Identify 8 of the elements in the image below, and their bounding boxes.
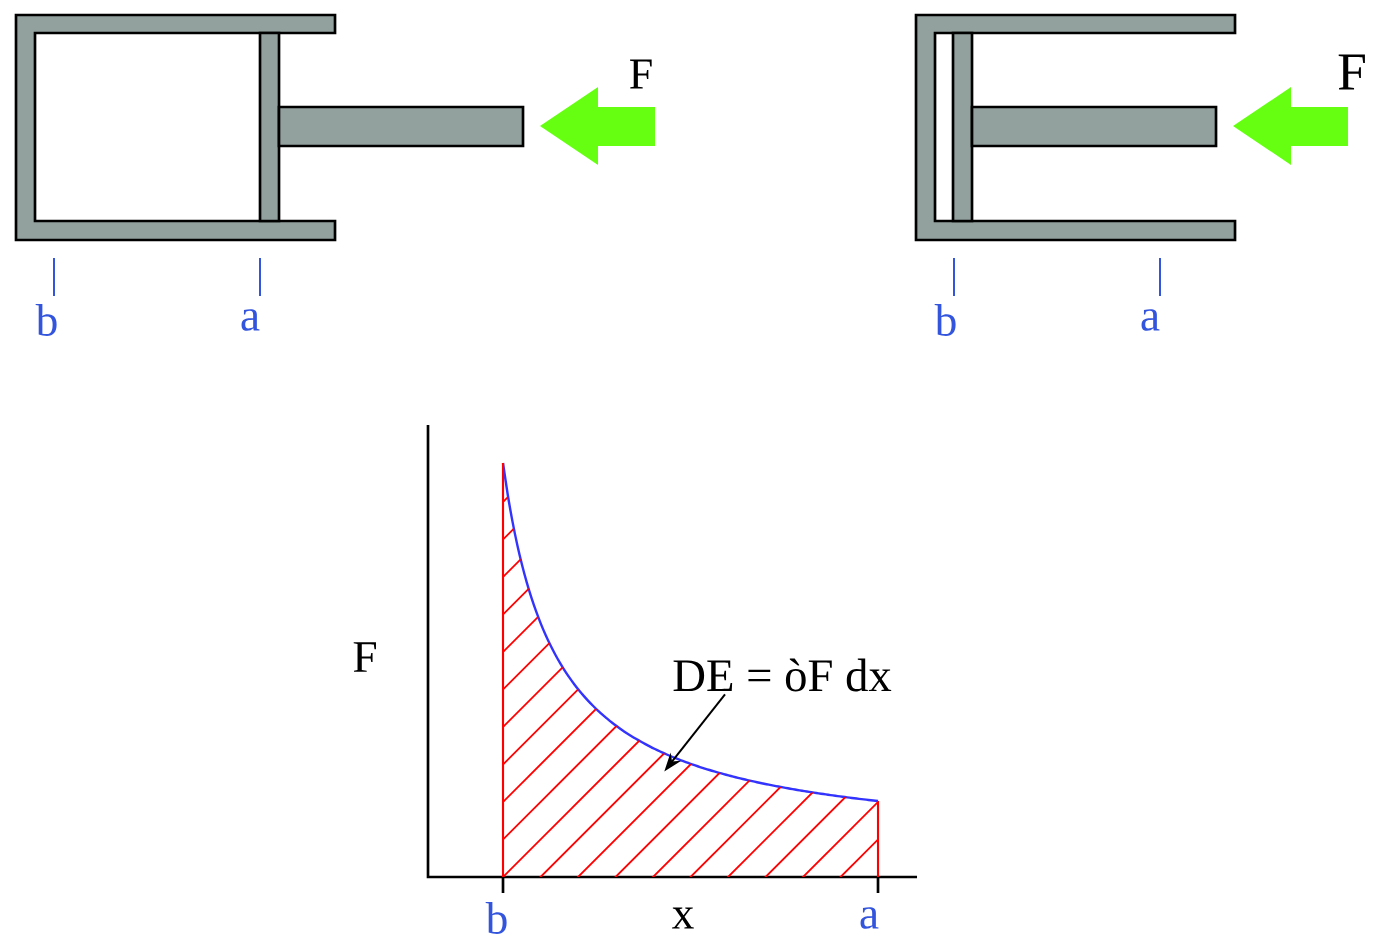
axis-label: F: [353, 642, 376, 672]
axis-label: a: [1141, 309, 1160, 331]
axis-label: b: [35, 304, 57, 336]
axis-label: b: [934, 304, 956, 336]
axis-label: b: [485, 902, 507, 934]
axis-label: F: [1338, 54, 1365, 90]
axis-label: a: [241, 309, 260, 331]
axis-label: F: [630, 59, 652, 89]
